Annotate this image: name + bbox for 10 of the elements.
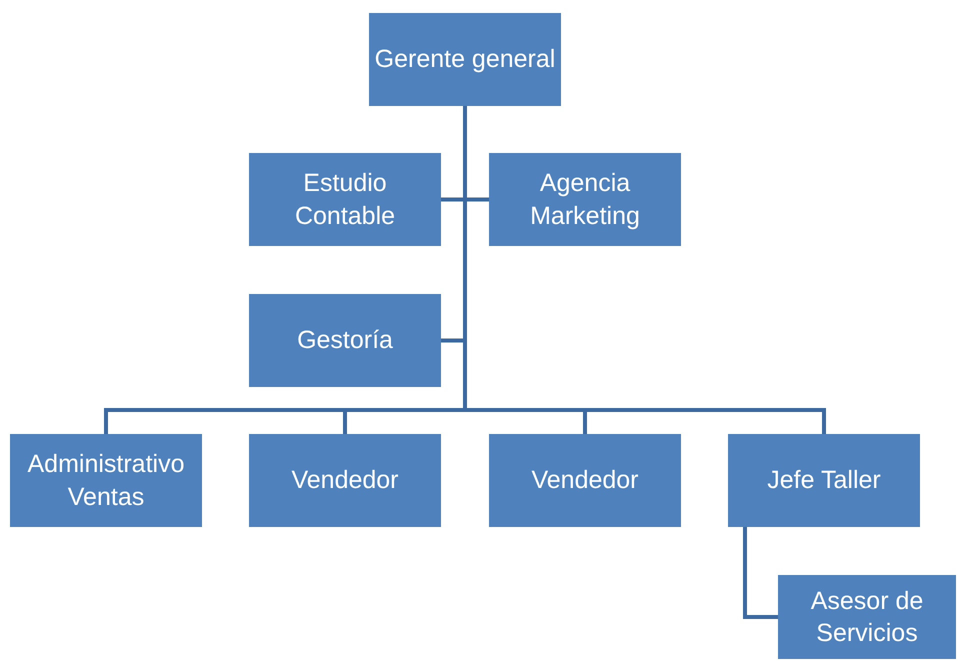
org-box: Estudio Contable <box>249 153 441 246</box>
org-box: Administrativo Ventas <box>10 434 202 527</box>
org-box: Vendedor <box>249 434 441 527</box>
org-box: Agencia Marketing <box>489 153 681 246</box>
connector-line <box>743 527 778 619</box>
org-box: Jefe Taller <box>728 434 920 527</box>
org-box: Gestoría <box>249 294 441 387</box>
org-box: Asesor de Servicios <box>778 575 956 659</box>
org-box: Gerente general <box>369 13 561 106</box>
org-box: Vendedor <box>489 434 681 527</box>
